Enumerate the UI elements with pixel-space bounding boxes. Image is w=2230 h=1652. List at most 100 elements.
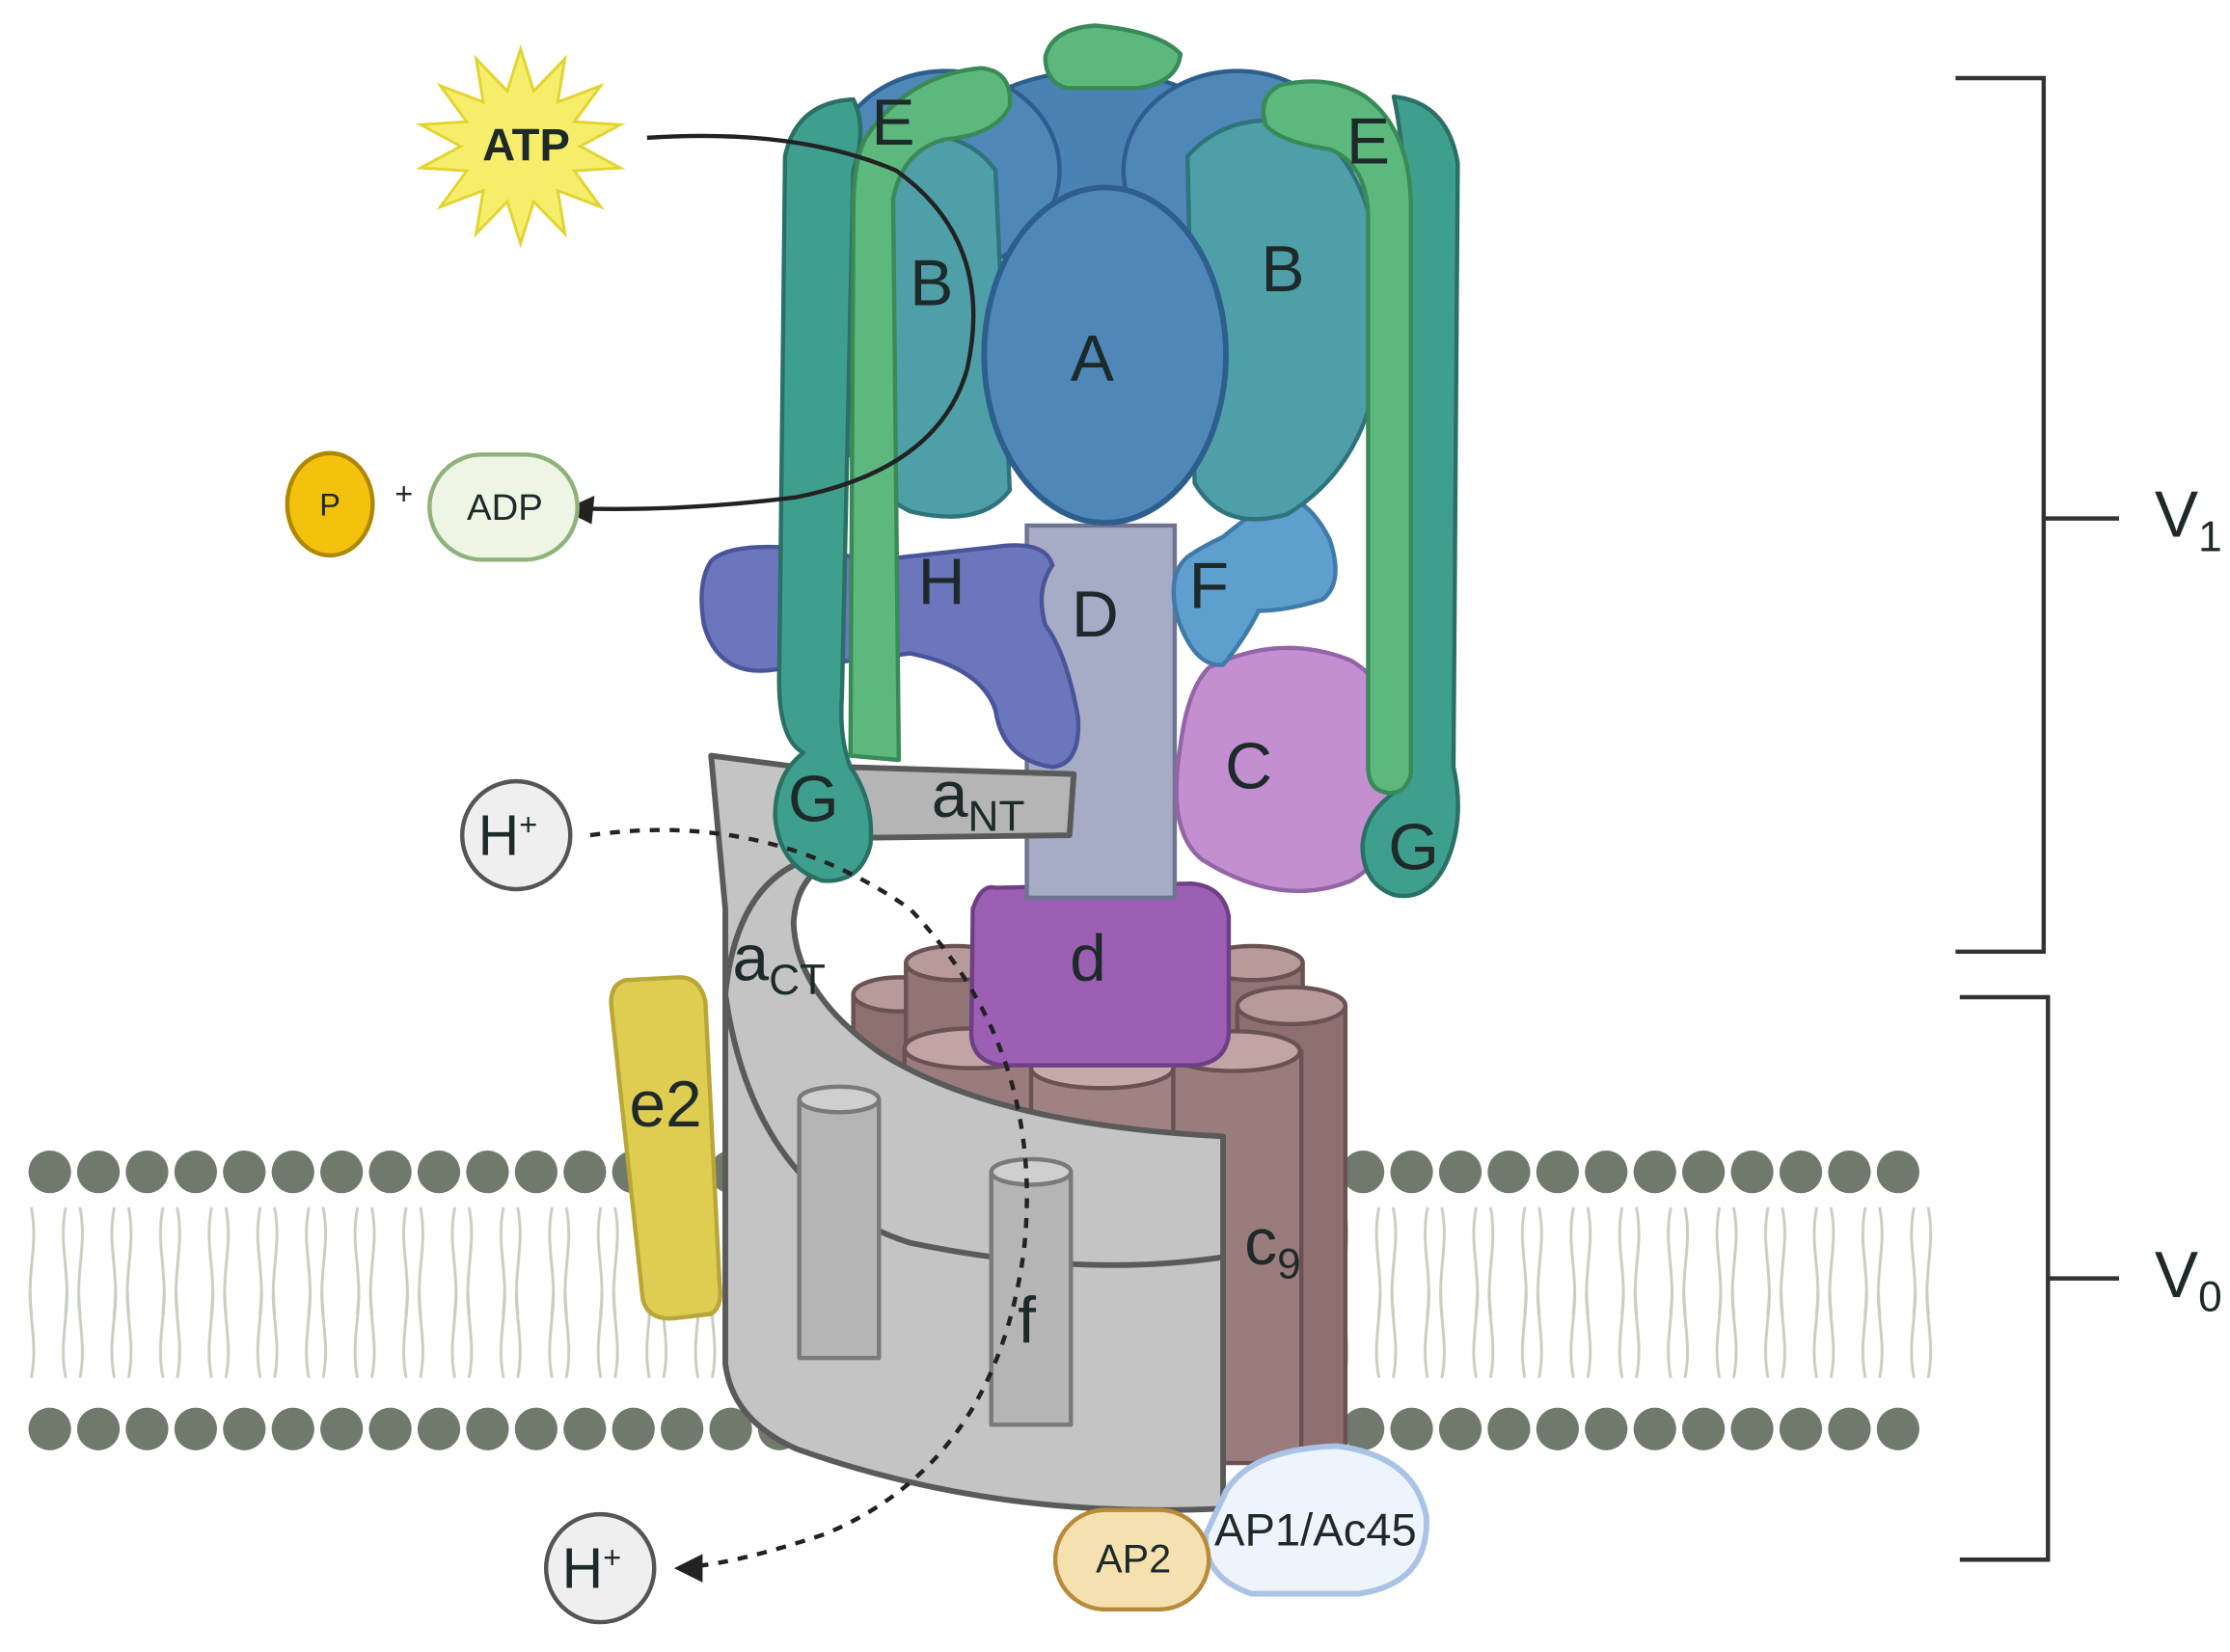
subunit-d-label: d — [1070, 922, 1106, 994]
phosphate-label: P — [319, 488, 340, 523]
lipid-head — [320, 1151, 364, 1194]
subunit-f-label: f — [1018, 1285, 1036, 1357]
lipid-head — [320, 1407, 364, 1450]
lipid-head — [1633, 1407, 1676, 1450]
subunit-B-right-label: B — [1261, 233, 1304, 306]
subunit-E-right — [1261, 79, 1413, 796]
lipid-head — [1438, 1151, 1482, 1194]
proton-arrowhead — [673, 1554, 703, 1583]
subunit-A-label: A — [1071, 323, 1115, 395]
atp-label: ATP — [482, 119, 570, 170]
lipid-head — [1779, 1151, 1823, 1194]
subunit-B-right: B — [1184, 118, 1385, 522]
subunit-H-label: H — [918, 546, 965, 618]
subunit-F-label: F — [1189, 550, 1229, 622]
adp-label: ADP — [467, 487, 543, 528]
lipid-head — [1536, 1151, 1579, 1194]
lipid-head — [174, 1151, 218, 1194]
phosphate: P — [285, 450, 375, 558]
subunit-a-nt: aNT — [838, 759, 1077, 841]
lipid-head — [417, 1151, 461, 1194]
ap2-label: AP2 — [1096, 1537, 1171, 1582]
lipid-head — [563, 1151, 607, 1194]
lipid-head — [223, 1151, 266, 1194]
lipid-head — [1730, 1407, 1774, 1450]
stalk-right: E G — [1261, 79, 1460, 899]
lipid-head — [28, 1151, 71, 1194]
plus-sign: + — [394, 476, 413, 511]
lipid-head — [1682, 1151, 1726, 1194]
ap1-ac45: AP1/Ac45 — [1203, 1443, 1429, 1597]
lipid-head — [1438, 1407, 1482, 1450]
lipid-head — [223, 1407, 266, 1450]
bracket-v0 — [1959, 994, 2119, 1562]
subunit-C-label: C — [1225, 730, 1272, 802]
lipid-head — [1682, 1407, 1726, 1450]
proton-path-arrow — [589, 827, 1029, 1569]
bracket-v1 — [1955, 75, 2119, 955]
lipid-head — [1730, 1151, 1774, 1194]
lipid-head — [514, 1407, 558, 1450]
lipid-head — [28, 1407, 71, 1450]
lipid-head — [1633, 1151, 1676, 1194]
lipid-head — [1536, 1407, 1579, 1450]
svg-text:H+: H+ — [478, 805, 538, 868]
lipid-head — [76, 1407, 121, 1450]
lipid-head — [1342, 1407, 1385, 1450]
subunit-D-label: D — [1072, 579, 1119, 651]
proton-bottom: H+ — [543, 1511, 657, 1625]
lipid-head — [1828, 1151, 1871, 1194]
lipid-head — [174, 1407, 218, 1450]
subunit-e2-label: e2 — [629, 1069, 701, 1141]
atp-hydrolysis-arrow — [583, 133, 976, 511]
lipid-head — [1585, 1407, 1628, 1450]
lipid-head — [1487, 1151, 1531, 1194]
subunit-d: d — [968, 880, 1232, 1068]
lipid-head — [417, 1407, 461, 1450]
lipid-head — [1876, 1407, 1919, 1450]
v0-label: V0 — [2155, 1239, 2222, 1321]
subunit-E-right-label: E — [1346, 105, 1390, 177]
lipid-head — [125, 1151, 169, 1194]
lipid-head — [466, 1151, 509, 1194]
lipid-head — [563, 1407, 607, 1450]
lipid-head — [466, 1407, 509, 1450]
svg-text:H+: H+ — [562, 1538, 622, 1601]
lipid-head — [125, 1407, 169, 1450]
lipid-head — [709, 1407, 752, 1450]
subunit-B-left-label: B — [910, 248, 953, 320]
lipid-head — [271, 1407, 314, 1450]
subunit-e2: e2 — [609, 975, 722, 1321]
subunit-C: C — [1174, 645, 1404, 894]
lipid-head — [1390, 1151, 1433, 1194]
adp: ADP — [427, 452, 580, 562]
subunit-A: A — [981, 184, 1229, 526]
subunit-E-left — [848, 66, 1013, 763]
ap1-label: AP1/Ac45 — [1214, 1504, 1417, 1556]
c-ring-label: c9 — [1244, 1206, 1301, 1288]
subunit-F: F — [1171, 495, 1338, 667]
lipid-head — [1779, 1407, 1823, 1450]
subunit-G-left-label: G — [788, 763, 839, 835]
lipid-head — [271, 1151, 314, 1194]
lipid-head — [368, 1407, 412, 1450]
subunit-G-right-label: G — [1388, 811, 1439, 883]
lipid-head — [368, 1151, 412, 1194]
lipid-head — [612, 1407, 655, 1450]
subunit-a: aCT f — [708, 752, 1227, 1513]
proton-top: H+ — [459, 778, 573, 892]
a-ct-label: aCT — [732, 922, 826, 1004]
top-cap — [1043, 23, 1183, 91]
atp-burst: ATP — [415, 44, 626, 249]
lipid-head — [1390, 1407, 1433, 1450]
lipid-head — [514, 1151, 558, 1194]
lipid-head — [661, 1407, 704, 1450]
a-nt-label: aNT — [932, 759, 1025, 841]
lipid-head — [1342, 1151, 1385, 1194]
lipid-head — [76, 1151, 121, 1194]
v1-label: V1 — [2155, 479, 2222, 561]
lipid-head — [1585, 1151, 1628, 1194]
lipid-head — [1876, 1151, 1919, 1194]
